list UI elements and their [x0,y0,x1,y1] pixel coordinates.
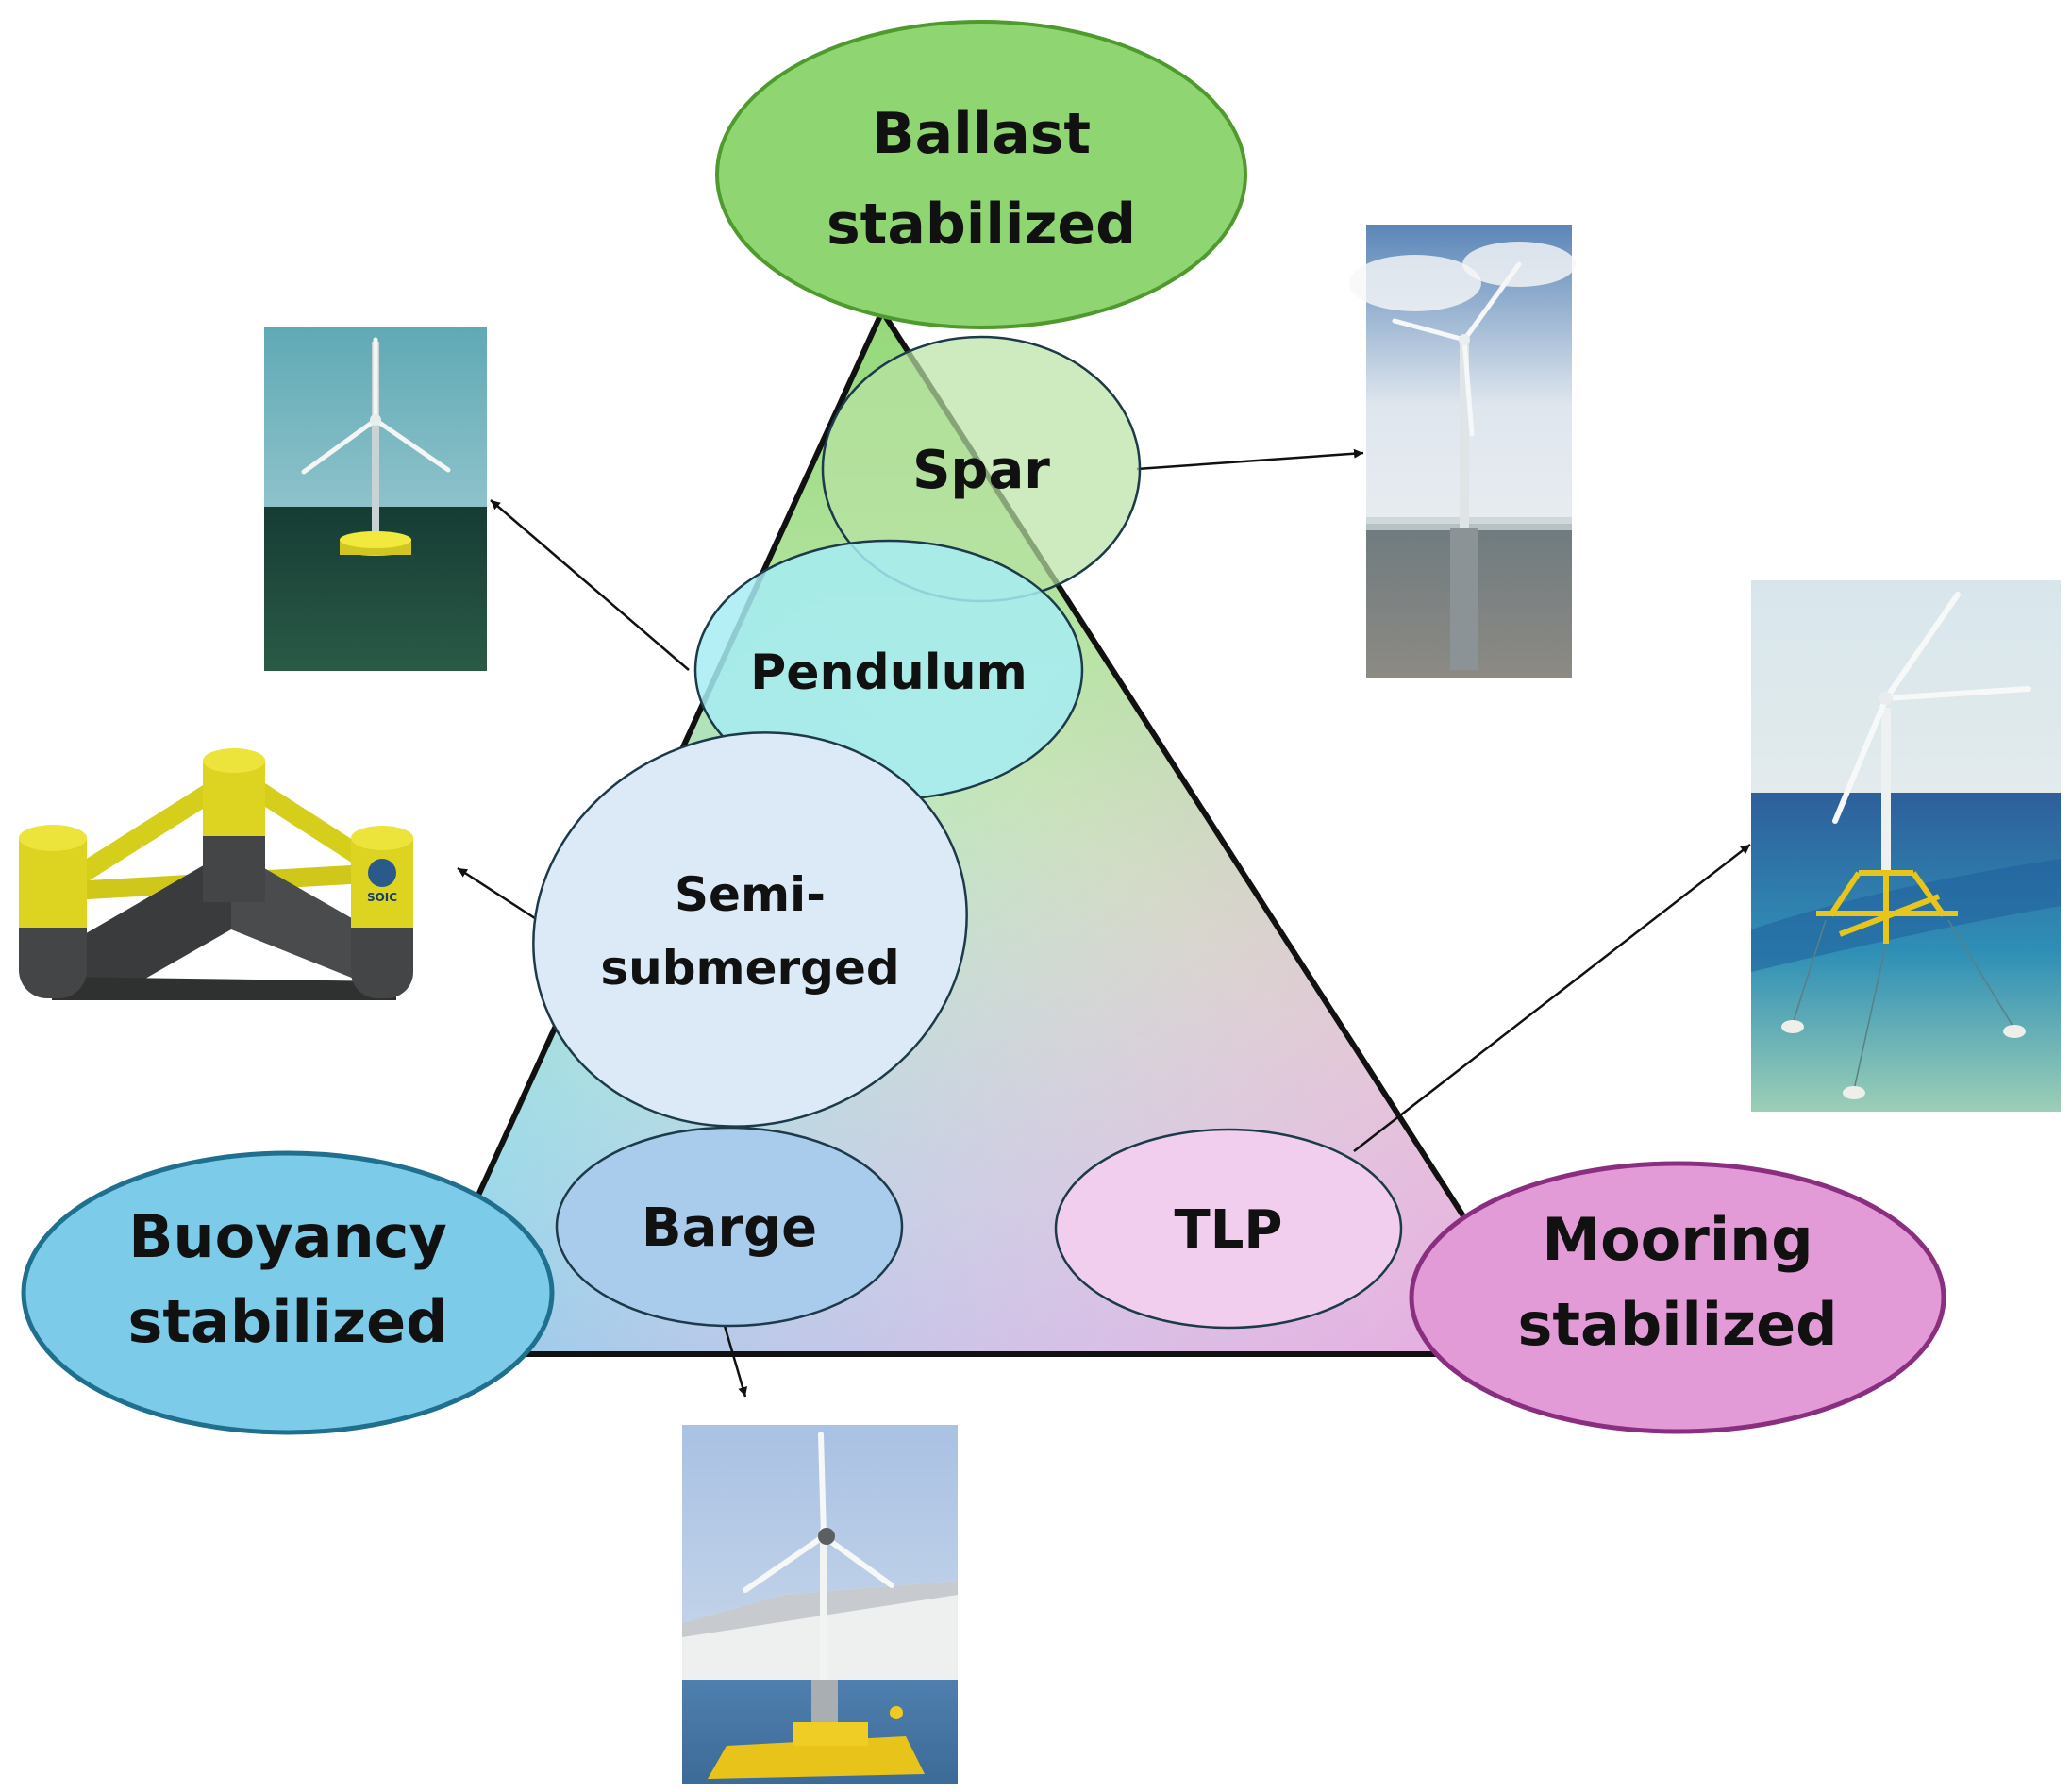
tlp-turbine-image [1751,580,2061,1112]
pendulum-label: Pendulum [750,645,1027,701]
ballast-label-line1: Ballast [872,101,1091,167]
buoyancy-label-line2: stabilized [127,1287,447,1356]
buoyancy-label-line1: Buoyancy [128,1202,447,1271]
semi-submerged-platform-image: SOIC [19,748,413,1000]
barge-label: Barge [642,1197,817,1259]
ballast-stabilized-node: Ballast stabilized [715,20,1247,329]
arrows [457,448,1751,1398]
tlp-node: TLP [1054,1128,1403,1330]
barge-turbine-image [682,1425,958,1784]
buoyancy-stabilized-node: Buoyancy stabilized [21,1150,555,1435]
semi-platform-logo-text: SOIC [367,891,397,904]
arrow-pendulum [490,499,690,671]
mooring-label-line2: stabilized [1517,1290,1837,1359]
arrow-barge [723,1325,747,1398]
spar-label: Spar [912,440,1050,501]
semi-label-line1: Semi- [675,867,826,922]
barge-node: Barge [555,1126,904,1328]
mooring-stabilized-node: Mooring stabilized [1409,1161,1946,1434]
tlp-label: TLP [1175,1199,1283,1261]
semi-label-line2: submerged [600,941,899,996]
spar-node: Spar [821,335,1142,603]
pendulum-turbine-image [264,327,487,671]
spar-turbine-image [1349,225,1576,678]
ballast-label-line2: stabilized [827,192,1136,258]
arrow-tlp [1353,844,1751,1152]
semi-submerged-node: Semi- submerged [532,731,968,1128]
arrow-spar [1136,448,1364,471]
mooring-label-line1: Mooring [1542,1205,1812,1274]
